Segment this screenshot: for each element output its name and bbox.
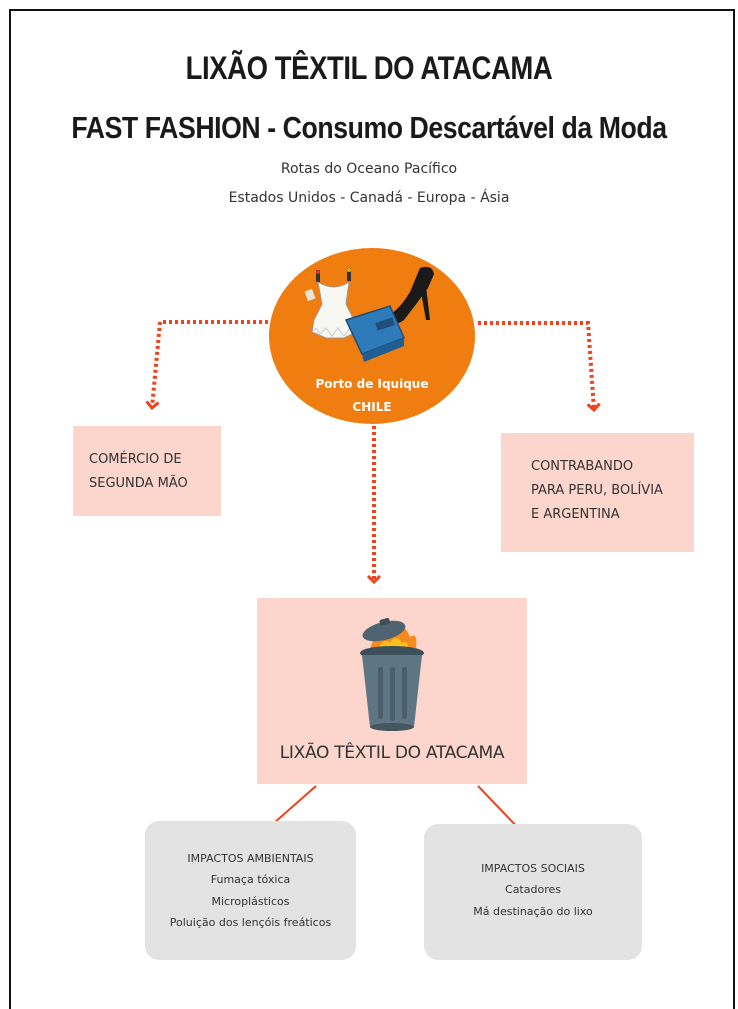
main-subtitle-heading: FAST FASHION - Consumo Descartável da Mo… bbox=[71, 110, 667, 145]
impact-heading: IMPACTOS SOCIAIS bbox=[481, 862, 585, 875]
impact-item: Má destinação do lixo bbox=[473, 904, 593, 918]
hub-port-label: Porto de Iquique bbox=[315, 377, 429, 391]
box-text-line: E ARGENTINA bbox=[531, 507, 620, 523]
smuggling-box: CONTRABANDO PARA PERU, BOLÍVIA E ARGENTI… bbox=[501, 433, 694, 552]
high-heel-shoe-icon bbox=[384, 266, 434, 325]
arrow-hub-to-right bbox=[478, 321, 594, 410]
hub-clothing-icons bbox=[304, 266, 434, 362]
environmental-impacts-box: IMPACTOS AMBIENTAIS Fumaça tóxica Microp… bbox=[145, 821, 356, 960]
dress-icon bbox=[304, 268, 357, 339]
impact-item: Poluição dos lençóis freáticos bbox=[169, 916, 332, 930]
arrow-hub-to-left bbox=[152, 320, 268, 408]
impact-item: Microplásticos bbox=[211, 894, 290, 908]
social-impacts-box: IMPACTOS SOCIAIS Catadores Má destinação… bbox=[424, 824, 642, 960]
box-text-line: COMÉRCIO DE bbox=[89, 452, 182, 467]
countries-caption: Estados Unidos - Canadá - Europa - Ásia bbox=[228, 190, 510, 206]
impact-item: Fumaça tóxica bbox=[210, 873, 291, 887]
second-hand-trade-box: COMÉRCIO DE SEGUNDA MÃO bbox=[73, 426, 221, 516]
box-text-line: PARA PERU, BOLÍVIA bbox=[531, 483, 663, 499]
box-text-line: SEGUNDA MÃO bbox=[89, 476, 188, 492]
impact-heading: IMPACTOS AMBIENTAIS bbox=[187, 852, 314, 865]
hub-country-label: CHILE bbox=[352, 400, 392, 414]
routes-caption: Rotas do Oceano Pacífico bbox=[280, 161, 458, 177]
wallet-icon bbox=[344, 305, 406, 362]
impact-item: Catadores bbox=[505, 883, 561, 897]
burning-trash-can-icon bbox=[360, 618, 424, 731]
textile-dump-label: LIXÃO TÊXTIL DO ATACAMA bbox=[279, 743, 505, 763]
page-frame bbox=[9, 9, 735, 1009]
main-title: LIXÃO TÊXTIL DO ATACAMA bbox=[185, 50, 553, 86]
box-text-line: CONTRABANDO bbox=[531, 459, 634, 474]
